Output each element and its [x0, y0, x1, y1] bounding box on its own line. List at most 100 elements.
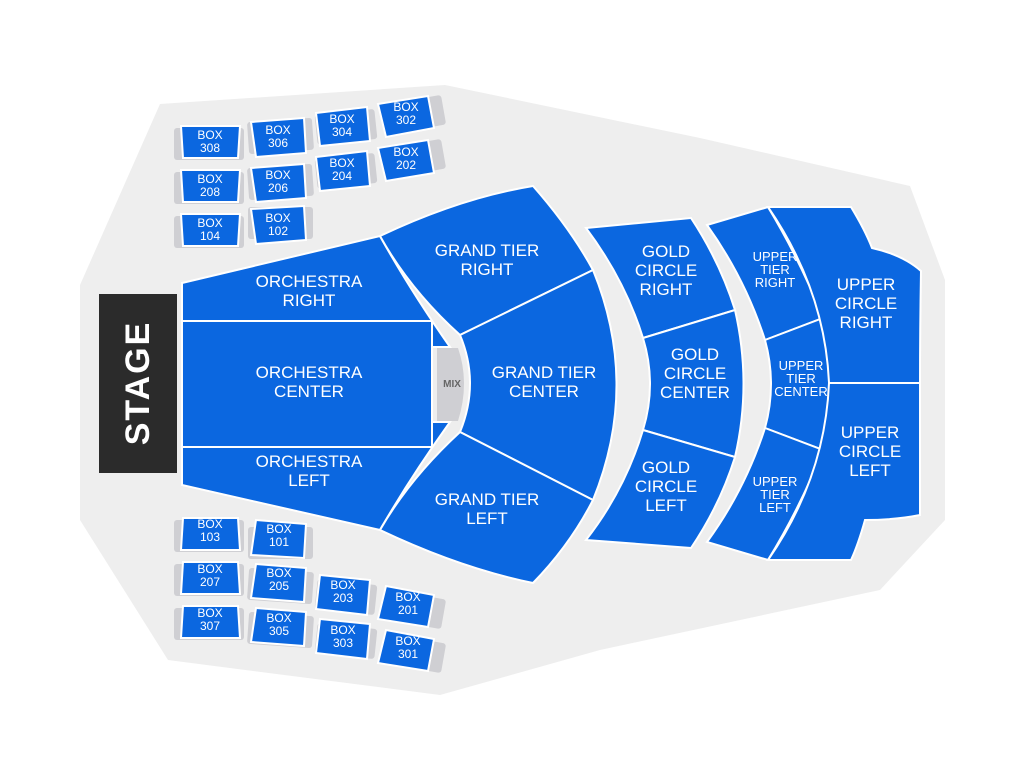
- gold-circle-right-label-1: GOLD: [642, 242, 690, 261]
- gold-circle-right-label-3: RIGHT: [640, 280, 693, 299]
- gold-circle-left-label-3: LEFT: [645, 496, 687, 515]
- orchestra-center-label-2: CENTER: [274, 382, 344, 401]
- box-305-label-1: BOX: [266, 611, 291, 625]
- gold-circle-center-label-1: GOLD: [671, 345, 719, 364]
- upper-tier-center-label-3: CENTER: [774, 384, 827, 399]
- upper-circle-right-label-3: RIGHT: [840, 313, 893, 332]
- section-upper-tier-center[interactable]: UPPER TIER CENTER: [763, 316, 833, 452]
- section-gold-circle-right[interactable]: GOLD CIRCLE RIGHT: [584, 216, 737, 340]
- box-302-label-2: 302: [396, 113, 416, 127]
- orchestra-center-label-1: ORCHESTRA: [256, 363, 363, 382]
- box-305-label-2: 305: [269, 624, 289, 638]
- box-305[interactable]: BOX 305: [247, 606, 314, 649]
- box-301-label-2: 301: [398, 647, 418, 661]
- grand-tier-right-label-2: RIGHT: [461, 260, 514, 279]
- upper-tier-right-label-2: TIER: [760, 262, 790, 277]
- box-206-label-1: BOX: [265, 168, 290, 182]
- gold-circle-left-label-2: CIRCLE: [635, 477, 697, 496]
- box-101[interactable]: BOX 101: [248, 518, 313, 560]
- box-208-label-2: 208: [200, 185, 220, 199]
- upper-circle-right-label-2: CIRCLE: [835, 294, 897, 313]
- section-upper-tier-left[interactable]: UPPER TIER LEFT: [705, 426, 825, 562]
- box-302[interactable]: BOX 302: [376, 94, 446, 139]
- box-101-label-2: 101: [269, 535, 289, 549]
- box-203[interactable]: BOX 203: [314, 573, 378, 617]
- box-207[interactable]: BOX 207: [174, 561, 244, 596]
- box-303[interactable]: BOX 303: [314, 617, 378, 661]
- orchestra-left-label-1: ORCHESTRA: [256, 452, 363, 471]
- box-306-label-1: BOX: [265, 123, 290, 137]
- section-grand-tier-right[interactable]: GRAND TIER RIGHT: [378, 184, 595, 337]
- box-303-label-2: 303: [333, 636, 353, 650]
- upper-tier-left-label-1: UPPER: [753, 474, 798, 489]
- upper-circle-right-label-1: UPPER: [837, 275, 896, 294]
- box-308[interactable]: BOX 308: [174, 125, 244, 160]
- box-301-label-1: BOX: [395, 634, 420, 648]
- box-306[interactable]: BOX 306: [247, 116, 314, 159]
- box-308-label-2: 308: [200, 141, 220, 155]
- upper-tier-right-label-3: RIGHT: [755, 275, 796, 290]
- section-gold-circle-left[interactable]: GOLD CIRCLE LEFT: [584, 428, 737, 550]
- upper-tier-center-label-2: TIER: [786, 371, 816, 386]
- box-103[interactable]: BOX 103: [174, 517, 244, 552]
- upper-tier-right-label-1: UPPER: [753, 249, 798, 264]
- box-102-label-2: 102: [268, 224, 288, 238]
- orchestra-left-label-2: LEFT: [288, 471, 330, 490]
- section-upper-tier-right[interactable]: UPPER TIER RIGHT: [705, 205, 825, 342]
- box-201-label-1: BOX: [395, 590, 420, 604]
- box-203-label-2: 203: [333, 591, 353, 605]
- box-203-label-1: BOX: [330, 578, 355, 592]
- mix-label: MIX: [443, 379, 461, 390]
- box-104-label-2: 104: [200, 229, 220, 243]
- upper-tier-left-label-2: TIER: [760, 487, 790, 502]
- box-208[interactable]: BOX 208: [174, 169, 244, 204]
- section-upper-circle-left[interactable]: UPPER CIRCLE LEFT: [766, 382, 922, 561]
- stage-label: STAGE: [119, 321, 157, 446]
- box-307[interactable]: BOX 307: [174, 605, 244, 640]
- box-104[interactable]: BOX 104: [174, 213, 244, 248]
- box-307-label-1: BOX: [197, 606, 222, 620]
- box-301[interactable]: BOX 301: [376, 628, 446, 673]
- upper-circle-left-label-2: CIRCLE: [839, 442, 901, 461]
- orchestra-right-label-2: RIGHT: [283, 291, 336, 310]
- box-104-label-1: BOX: [197, 216, 222, 230]
- section-orchestra-center[interactable]: ORCHESTRA CENTER: [181, 320, 433, 448]
- box-102[interactable]: BOX 102: [248, 204, 313, 246]
- box-208-label-1: BOX: [197, 172, 222, 186]
- box-304[interactable]: BOX 304: [314, 105, 378, 148]
- grand-tier-left-label-2: LEFT: [466, 509, 508, 528]
- box-103-label-2: 103: [200, 530, 220, 544]
- box-205[interactable]: BOX 205: [247, 562, 314, 605]
- box-303-label-1: BOX: [330, 623, 355, 637]
- box-204-label-2: 204: [332, 169, 352, 183]
- section-upper-circle-right[interactable]: UPPER CIRCLE RIGHT: [766, 206, 923, 384]
- box-202[interactable]: BOX 202: [376, 138, 446, 183]
- section-gold-circle-center[interactable]: GOLD CIRCLE CENTER: [641, 308, 745, 459]
- box-204[interactable]: BOX 204: [314, 149, 378, 193]
- gold-circle-left-label-1: GOLD: [642, 458, 690, 477]
- box-207-label-1: BOX: [197, 562, 222, 576]
- upper-tier-center-label-1: UPPER: [779, 358, 824, 373]
- box-102-label-1: BOX: [265, 211, 290, 225]
- box-101-label-1: BOX: [266, 522, 291, 536]
- box-207-label-2: 207: [200, 575, 220, 589]
- grand-tier-right-label-1: GRAND TIER: [435, 241, 540, 260]
- box-205-label-2: 205: [269, 579, 289, 593]
- grand-tier-center-label-2: CENTER: [509, 382, 579, 401]
- box-201[interactable]: BOX 201: [376, 584, 446, 629]
- box-206[interactable]: BOX 206: [247, 162, 314, 204]
- box-304-label-1: BOX: [329, 112, 354, 126]
- section-grand-tier-left[interactable]: GRAND TIER LEFT: [378, 430, 595, 585]
- upper-tier-left-label-3: LEFT: [759, 500, 791, 515]
- grand-tier-center-label-1: GRAND TIER: [492, 363, 597, 382]
- grand-tier-left-label-1: GRAND TIER: [435, 490, 540, 509]
- box-302-label-1: BOX: [393, 100, 418, 114]
- box-201-label-2: 201: [398, 603, 418, 617]
- box-308-label-1: BOX: [197, 128, 222, 142]
- box-202-label-2: 202: [396, 158, 416, 172]
- box-103-label-1: BOX: [197, 517, 222, 531]
- section-grand-tier-center[interactable]: GRAND TIER CENTER: [458, 268, 618, 502]
- box-204-label-1: BOX: [329, 156, 354, 170]
- gold-circle-center-label-2: CIRCLE: [664, 364, 726, 383]
